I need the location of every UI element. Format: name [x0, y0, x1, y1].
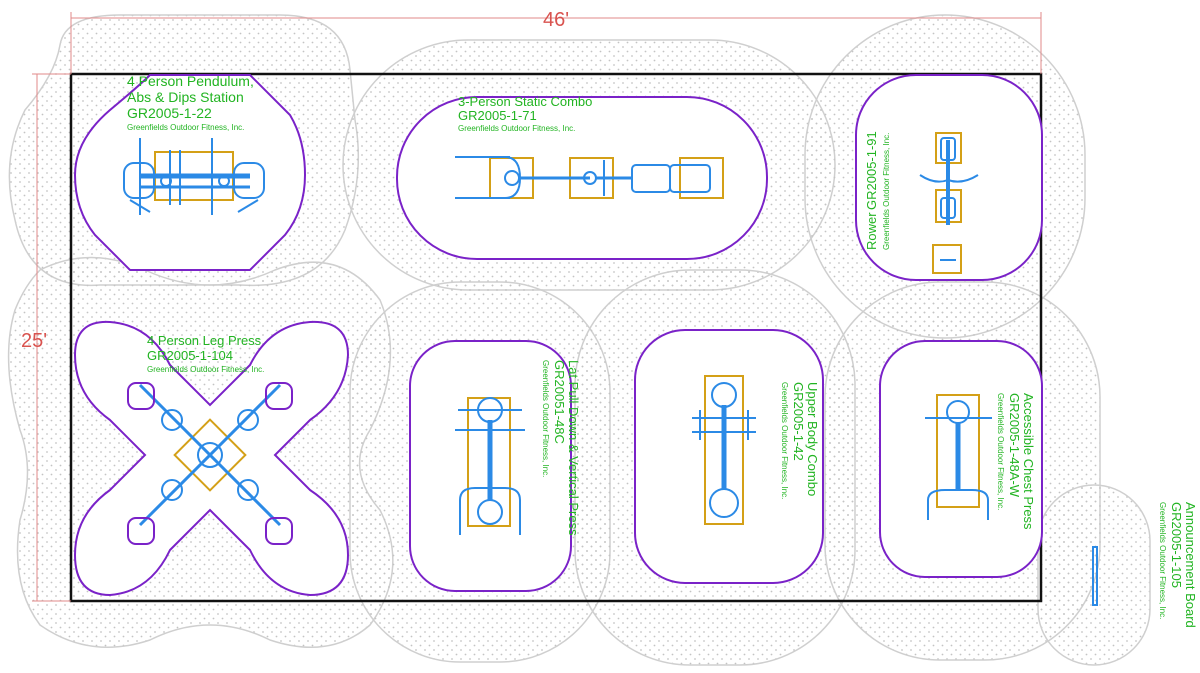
pendulum-code: GR2005-1-22 — [127, 105, 212, 121]
upper-body-name: Upper Body Combo — [805, 382, 820, 496]
lat-pull-code: GR20051-48C — [552, 360, 567, 444]
announcement-code: GR2005-1-105 — [1169, 502, 1184, 588]
chest-press-equipment — [925, 394, 992, 520]
leg-press-maker: Greenfields Outdoor Fitness, Inc. — [147, 365, 264, 374]
pad-chest-press — [879, 340, 1043, 578]
pendulum-maker: Greenfields Outdoor Fitness, Inc. — [127, 123, 244, 132]
lat-pull-name: Lat Pull Down & Vertical Press — [566, 360, 581, 536]
static-combo-equipment — [455, 156, 724, 199]
lat-pull-maker: Greenfields Outdoor Fitness, Inc. — [541, 360, 550, 477]
lat-pull-equipment — [455, 397, 525, 535]
rower-equipment — [919, 132, 979, 274]
announcement-equipment — [1092, 546, 1098, 606]
chest-press-name: Accessible Chest Press — [1021, 393, 1036, 530]
upper-body-maker: Greenfields Outdoor Fitness, Inc. — [780, 382, 789, 499]
chest-press-maker: Greenfields Outdoor Fitness, Inc. — [996, 393, 1005, 510]
pendulum-name-line1: 4 Person Pendulum, — [127, 73, 254, 89]
rower-name: Rower — [864, 212, 879, 250]
height-dimension-label: 25' — [21, 330, 47, 352]
static-combo-maker: Greenfields Outdoor Fitness, Inc. — [458, 124, 575, 133]
leg-press-name: 4 Person Leg Press — [147, 333, 262, 348]
width-dimension-label: 46' — [543, 9, 569, 31]
rower-code: GR2005-1-91 — [864, 131, 879, 210]
leg-press-equipment — [127, 382, 293, 545]
site-boundary — [69, 72, 1043, 603]
rower-maker: Greenfields Outdoor Fitness, Inc. — [882, 133, 891, 250]
pendulum-name-line2: Abs & Dips Station — [127, 89, 244, 105]
static-combo-name: 3-Person Static Combo — [458, 94, 592, 109]
static-combo-code: GR2005-1-71 — [458, 108, 537, 123]
upper-body-code: GR2005-1-42 — [791, 382, 806, 461]
pad-pendulum — [73, 74, 307, 271]
leg-press-code: GR2005-1-104 — [147, 348, 233, 363]
dimension-lines — [32, 12, 1042, 602]
pad-upper-body — [634, 329, 824, 584]
chest-press-code: GR2005-1-48A-W — [1007, 393, 1022, 498]
announcement-name: Announcement Board — [1183, 502, 1198, 628]
labels: 4 Person Pendulum, Abs & Dips Station GR… — [127, 73, 1198, 628]
announcement-maker: Greenfields Outdoor Fitness, Inc. — [1158, 502, 1167, 619]
upper-body-equipment — [692, 375, 756, 525]
pendulum-equipment — [123, 138, 265, 215]
